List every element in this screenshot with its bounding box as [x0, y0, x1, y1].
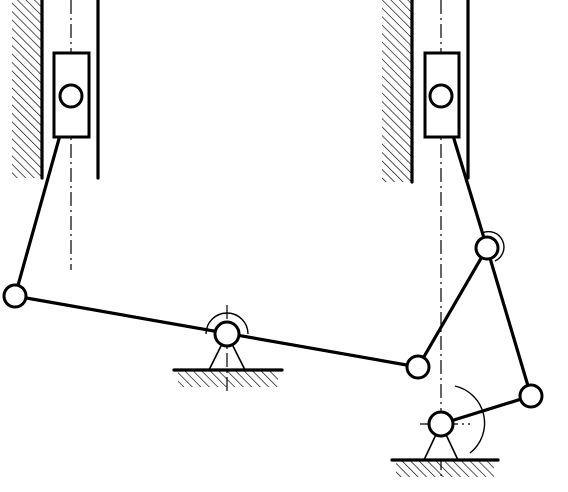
right-guide-wall-hatch — [382, 0, 412, 182]
crank-pivot — [390, 385, 500, 477]
lever-pivot-ground-hatch — [178, 371, 278, 387]
right-guide — [382, 0, 470, 480]
rocker-top-bearing-arc — [481, 230, 505, 262]
rocker-link — [485, 246, 533, 398]
lever-right-end-joint — [405, 354, 431, 380]
left-guide-wall-hatch — [12, 0, 42, 178]
lever-left-end-joint — [2, 283, 28, 309]
coupler-link — [416, 246, 489, 369]
left-slider-joint — [58, 83, 84, 109]
left-guide — [12, 0, 100, 270]
lever-pivot-joint — [213, 320, 241, 348]
crank-end-joint — [518, 383, 544, 409]
crank-pivot-joint — [427, 410, 455, 438]
crank-rotation-arc — [454, 385, 486, 454]
crank-pivot-ground-hatch — [396, 461, 494, 477]
crank — [439, 394, 533, 426]
rocker-top-joint-circle — [474, 235, 500, 261]
right-slider-joint — [428, 83, 454, 109]
lever-pivot — [172, 305, 284, 395]
rocker-top-joint — [474, 230, 505, 262]
